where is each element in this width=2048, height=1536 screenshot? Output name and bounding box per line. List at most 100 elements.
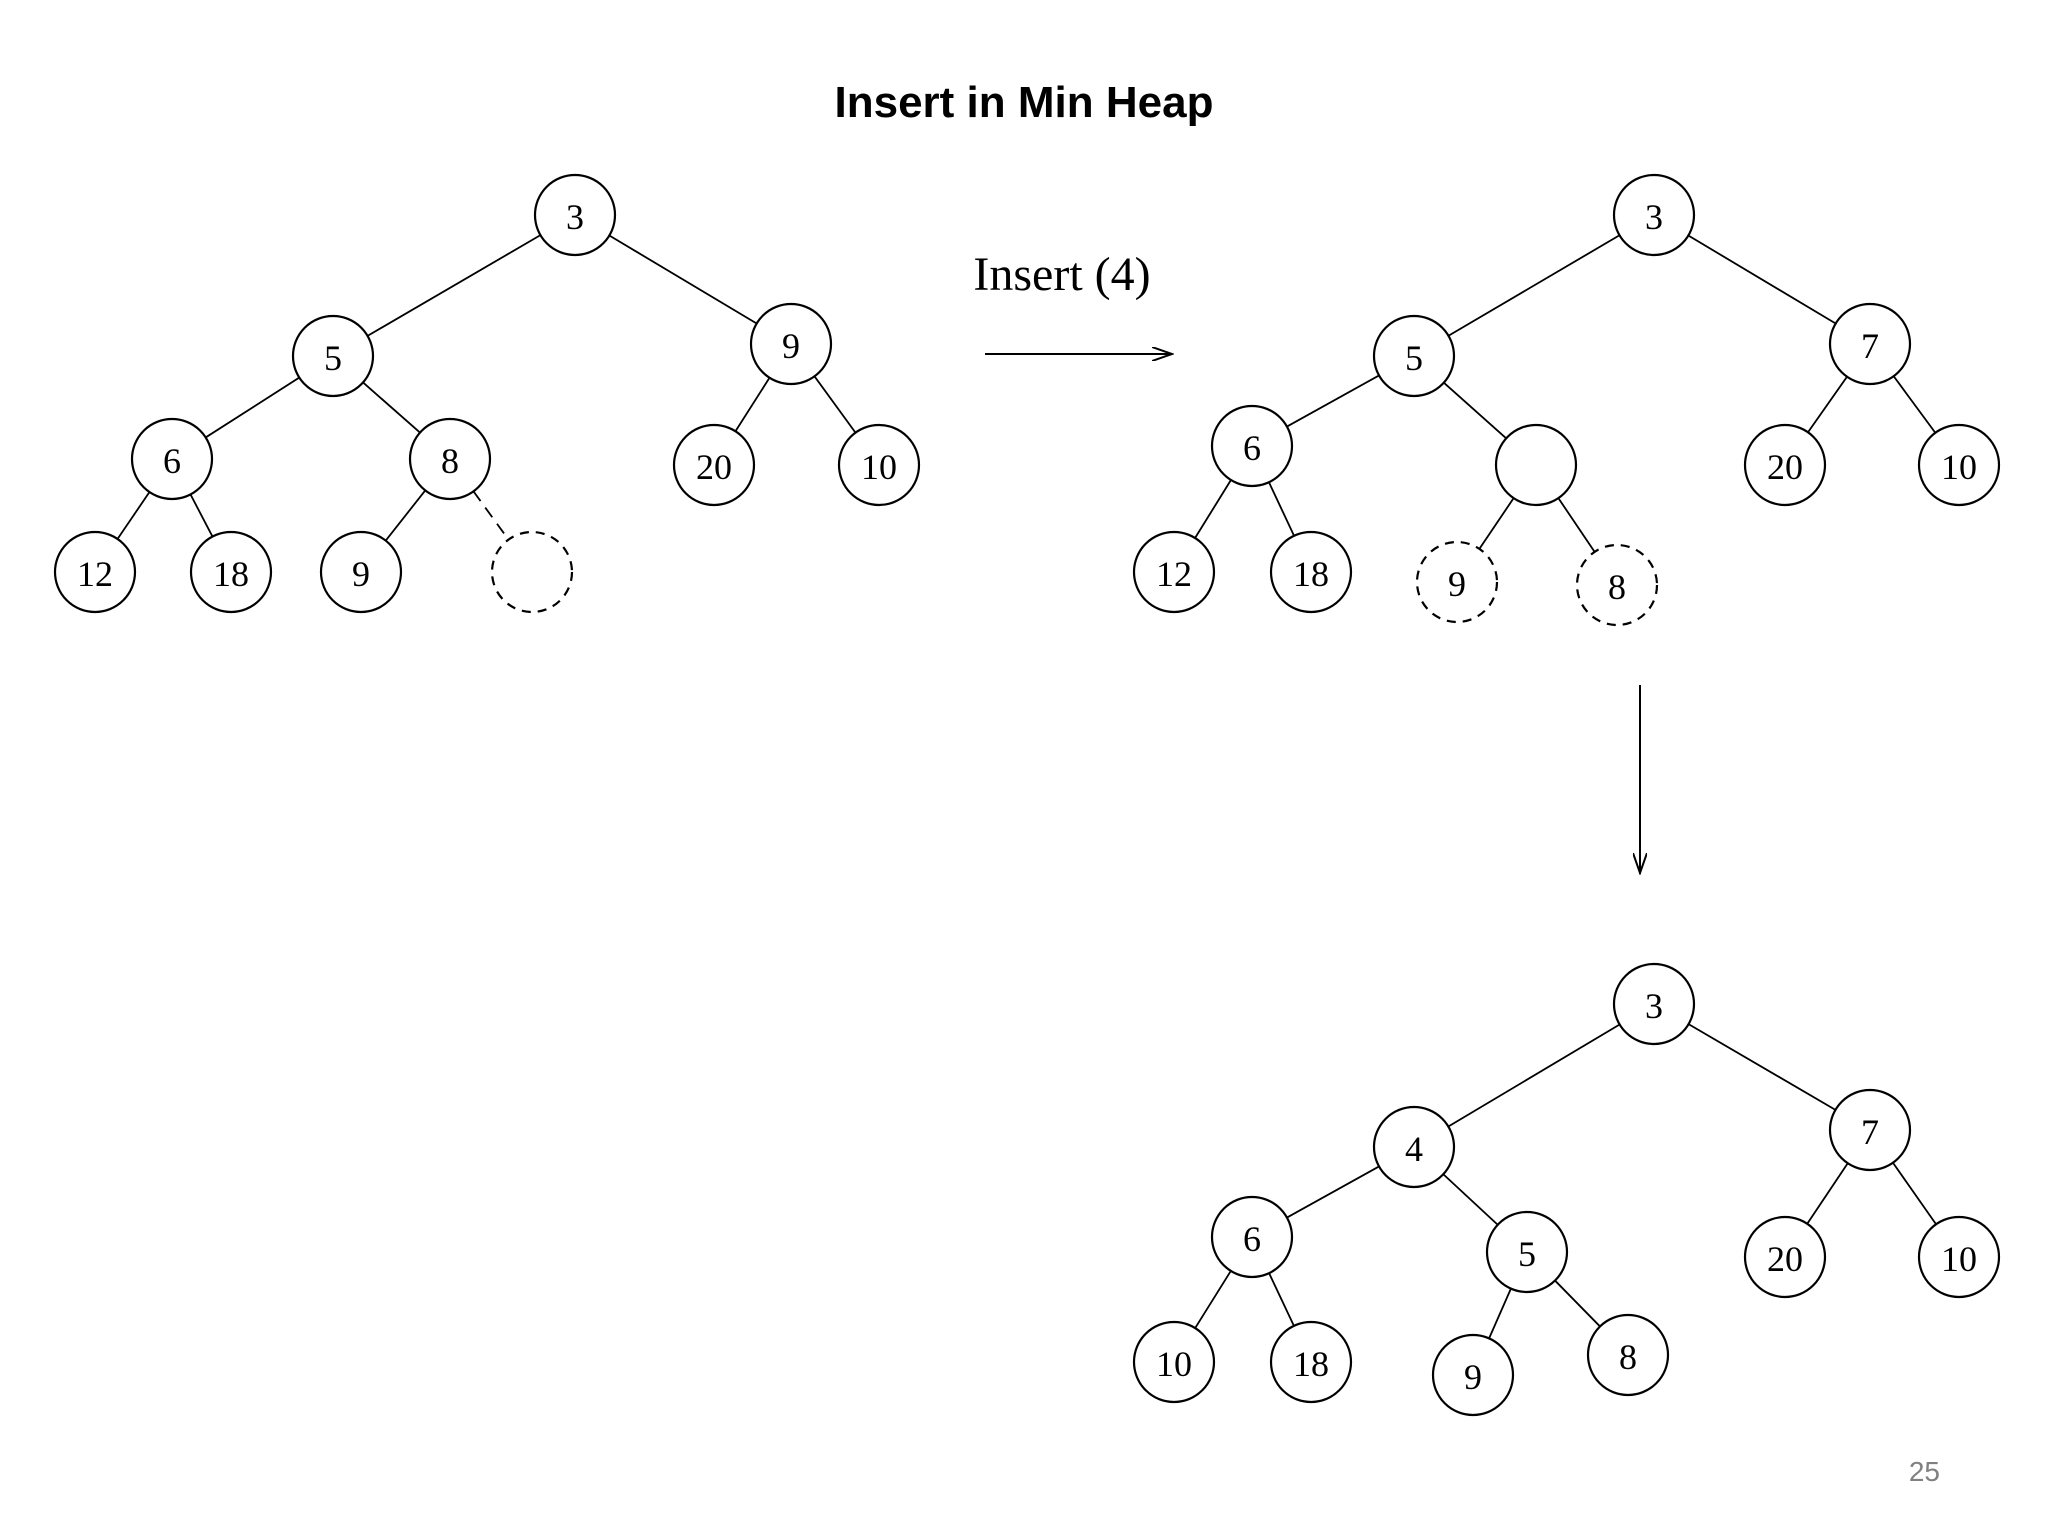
tree-edge-final-c4-c9 [1268,1272,1295,1327]
tree-edge-initial-a5-a10 [385,489,426,542]
heap-node-circle [1132,530,1216,614]
heap-node-circle [1828,302,1912,386]
heap-node-intermediate-b9: 18 [1269,530,1353,614]
heap-node-label: 18 [1293,554,1329,594]
heap-node-label: 6 [1243,428,1261,468]
heap-node-label: 3 [566,197,584,237]
heap-node-circle [1210,1195,1294,1279]
tree-edge-intermediate-b5-b10 [1478,497,1515,550]
heap-node-final-c10: 9 [1431,1333,1515,1417]
tree-edge-initial-a4-a8 [116,491,151,540]
heap-node-label: 5 [324,338,342,378]
tree-edge-initial-a4-a9 [189,494,214,537]
heap-node-circle [1372,314,1456,398]
heap-node-final-c4: 6 [1210,1195,1294,1279]
heap-node-label: 4 [1405,1129,1423,1169]
heap-node-final-c6: 20 [1743,1215,1827,1299]
slide-title: Insert in Min Heap [834,78,1214,127]
heap-node-label: 18 [1293,1344,1329,1384]
heap-node-initial-a11 [490,530,574,614]
tree-edge-intermediate-b3-b7 [1892,375,1937,434]
heap-node-label: 5 [1518,1234,1536,1274]
heap-node-initial-a4: 6 [130,417,214,501]
heap-node-circle [533,173,617,257]
tree-edge-final-c1-c2 [1447,1023,1621,1128]
insert-operation-label: Insert (4) [973,248,1150,301]
edges-layer [116,234,1937,1339]
heap-node-circle [189,530,273,614]
heap-node-circle [1612,173,1696,257]
heap-node-initial-a9: 18 [189,530,273,614]
heap-node-label: 20 [696,447,732,487]
heap-node-intermediate-b7: 10 [1917,423,2001,507]
heap-node-intermediate-b11: 8 [1575,543,1659,627]
heap-node-label: 6 [1243,1219,1261,1259]
heap-node-circle [672,423,756,507]
heap-node-label: 6 [163,441,181,481]
tree-edge-final-c2-c5 [1442,1173,1499,1226]
heap-node-initial-a10: 9 [319,530,403,614]
tree-edge-initial-a3-a7 [813,375,857,434]
heap-node-initial-a1: 3 [533,173,617,257]
tree-edge-initial-a2-a4 [205,376,300,439]
heap-node-label: 9 [1464,1357,1482,1397]
heap-node-label: 9 [782,326,800,366]
tree-edge-final-c5-c10 [1488,1288,1512,1339]
tree-edge-initial-a1-a2 [367,234,541,337]
heap-node-label: 7 [1861,326,1879,366]
heap-node-label: 9 [1448,564,1466,604]
heap-node-intermediate-b8: 12 [1132,530,1216,614]
heap-node-circle [1575,543,1659,627]
heap-node-circle [319,530,403,614]
heap-node-circle [1431,1333,1515,1417]
heap-node-label: 9 [352,554,370,594]
heap-node-intermediate-b4: 6 [1210,404,1294,488]
heap-node-circle [408,417,492,501]
tree-edge-final-c4-c8 [1194,1270,1232,1329]
tree-edge-initial-a5-a11 [472,490,510,541]
heap-node-circle [1586,1313,1670,1397]
heap-node-intermediate-b2: 5 [1372,314,1456,398]
tree-edge-initial-a1-a3 [608,234,758,325]
heap-node-intermediate-b5 [1494,423,1578,507]
tree-edge-intermediate-b1-b2 [1448,234,1620,337]
tree-edge-final-c3-c6 [1806,1162,1849,1225]
heap-node-label: 20 [1767,1239,1803,1279]
heap-node-circle [1917,423,2001,507]
tree-edge-final-c2-c4 [1286,1165,1380,1219]
heap-node-final-c3: 7 [1828,1088,1912,1172]
heap-node-initial-a5: 8 [408,417,492,501]
heap-node-circle [1612,962,1696,1046]
tree-edge-final-c5-c11 [1554,1279,1601,1328]
heap-node-circle [53,530,137,614]
tree-edge-intermediate-b4-b8 [1194,479,1232,539]
heap-node-label: 10 [1941,1239,1977,1279]
heap-node-initial-a6: 20 [672,423,756,507]
heap-node-final-c2: 4 [1372,1105,1456,1189]
heap-node-label: 10 [861,447,897,487]
heap-node-label: 10 [1941,447,1977,487]
tree-edge-final-c3-c7 [1892,1162,1937,1225]
heap-node-label: 8 [441,441,459,481]
page-number: 25 [1908,1456,1940,1487]
heap-node-intermediate-b6: 20 [1743,423,1827,507]
heap-node-circle [1743,1215,1827,1299]
heap-node-label: 12 [1156,554,1192,594]
heap-node-label: 7 [1861,1112,1879,1152]
tree-edge-intermediate-b2-b4 [1286,374,1380,428]
heap-node-circle [1917,1215,2001,1299]
heap-node-intermediate-b10: 9 [1415,540,1499,624]
heap-node-label: 8 [1608,567,1626,607]
heap-node-final-c11: 8 [1586,1313,1670,1397]
heap-node-final-c1: 3 [1612,962,1696,1046]
heap-node-final-c5: 5 [1485,1210,1569,1294]
heap-node-label: 3 [1645,197,1663,237]
heap-node-circle [130,417,214,501]
heap-node-circle [490,530,574,614]
tree-edge-intermediate-b4-b9 [1268,481,1295,537]
heap-node-circle [1743,423,1827,507]
heap-node-circle [749,302,833,386]
